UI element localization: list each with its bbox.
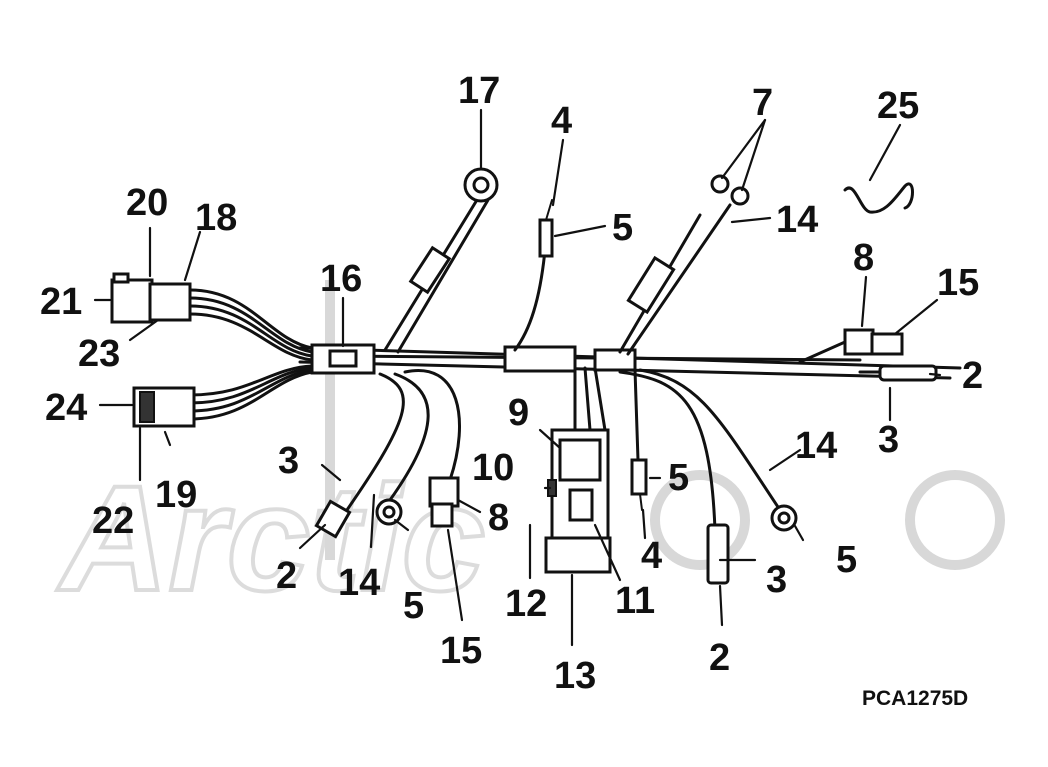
callout-5: 5 <box>612 207 633 249</box>
watermark-wheel-icon <box>650 470 750 570</box>
fuse <box>568 488 594 522</box>
bullet-terminal <box>314 499 352 539</box>
callout-5: 5 <box>403 585 424 627</box>
lower-left-leads <box>314 369 461 539</box>
relay-block <box>544 366 612 574</box>
callout-20: 20 <box>126 182 168 224</box>
twin-ring-leads <box>618 174 750 356</box>
leader-lines <box>93 108 942 647</box>
callout-15: 15 <box>937 262 979 304</box>
watermark-wheel-icon <box>905 470 1005 570</box>
bullet-terminal <box>706 523 730 585</box>
trunk-sleeve <box>503 345 577 373</box>
connector-body <box>110 278 154 324</box>
callout-2: 2 <box>962 355 983 397</box>
bullet-terminal <box>878 364 938 382</box>
pin-lead-lower <box>630 368 648 511</box>
callout-4: 4 <box>551 100 572 142</box>
watermark: Arctic <box>54 280 1005 624</box>
harness-clip-window <box>328 349 358 368</box>
callout-18: 18 <box>195 197 237 239</box>
connector-latch <box>139 391 155 423</box>
ring-terminal-hole <box>777 511 791 525</box>
callout-3: 3 <box>878 419 899 461</box>
pin-lead-top <box>513 199 554 352</box>
connector-upper-left <box>110 272 314 362</box>
callout-5: 5 <box>836 539 857 581</box>
connector-housing <box>148 282 192 322</box>
spring-clip-25 <box>843 182 914 214</box>
callout-8: 8 <box>853 237 874 279</box>
watermark-text: Arctic <box>56 454 485 622</box>
callout-8: 8 <box>488 497 509 539</box>
ring-terminal-hole <box>382 505 396 519</box>
bullet-terminal-right <box>858 364 938 382</box>
callout-2: 2 <box>276 555 297 597</box>
callout-11: 11 <box>615 580 655 622</box>
connector-lower-left <box>132 364 314 428</box>
relay-base <box>544 536 612 574</box>
ring-terminal <box>730 186 750 206</box>
callout-3: 3 <box>278 440 299 482</box>
callout-14: 14 <box>776 199 818 241</box>
connector-plug <box>843 328 875 356</box>
callout-9: 9 <box>508 392 529 434</box>
connector-right <box>798 328 904 364</box>
ring-terminal-17 <box>383 167 499 354</box>
figure-code: PCA1275D <box>862 687 968 710</box>
pin-sleeve <box>630 458 648 496</box>
callout-17: 17 <box>458 70 500 112</box>
trunk-sleeve <box>593 348 637 372</box>
callouts: 17 4 7 25 20 18 5 14 21 16 8 15 23 2 24 … <box>40 70 983 697</box>
callout-14: 14 <box>795 425 837 467</box>
callout-10: 10 <box>472 447 514 489</box>
lead-sleeve <box>626 255 676 315</box>
ring-terminal <box>710 174 730 194</box>
callout-25: 25 <box>877 85 919 127</box>
callout-13: 13 <box>554 655 596 697</box>
callout-23: 23 <box>78 333 120 375</box>
connector-body <box>430 502 454 528</box>
callout-24: 24 <box>45 387 87 429</box>
ring-terminal-hole <box>472 176 490 194</box>
callout-7: 7 <box>752 82 773 124</box>
pin-sleeve <box>538 218 554 258</box>
relay-cover <box>558 438 602 482</box>
callout-19: 19 <box>155 474 197 516</box>
callout-16: 16 <box>320 258 362 300</box>
connector-plug <box>428 476 460 508</box>
terminal-sleeve <box>408 245 452 295</box>
connector-latch <box>112 272 130 284</box>
callout-14: 14 <box>338 562 380 604</box>
callout-15: 15 <box>440 630 482 672</box>
callout-12: 12 <box>505 583 547 625</box>
connector-socket <box>870 332 904 356</box>
callout-5: 5 <box>668 457 689 499</box>
callout-4: 4 <box>641 535 662 577</box>
callout-3: 3 <box>766 559 787 601</box>
lower-right-leads <box>618 368 798 585</box>
callout-2: 2 <box>709 637 730 679</box>
callout-22: 22 <box>92 500 134 542</box>
callout-21: 21 <box>40 281 82 323</box>
